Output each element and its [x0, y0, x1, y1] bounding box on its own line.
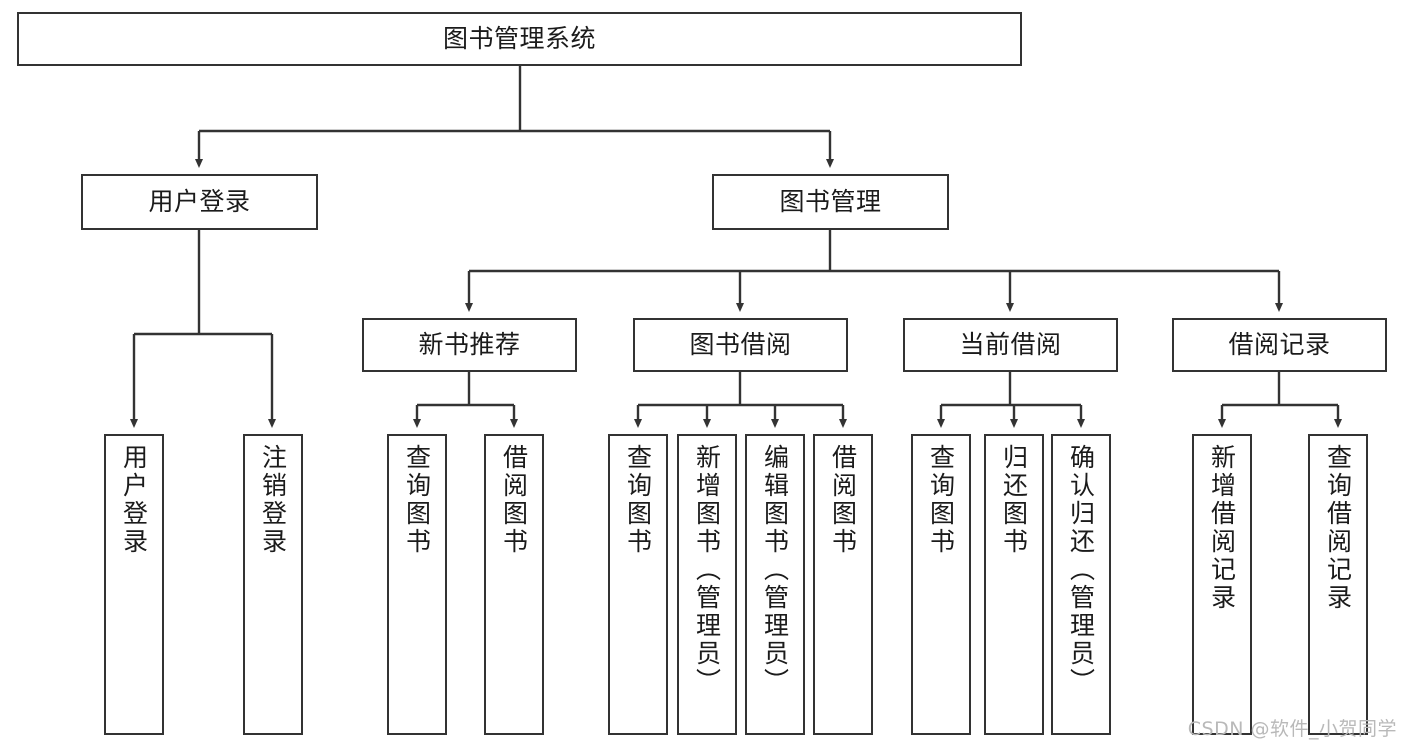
node-leaf-user-logout[interactable]: 注销登录: [243, 434, 303, 735]
node-leaf-query-record-label: 查询借阅记录: [1323, 444, 1353, 612]
node-leaf-return-book[interactable]: 归还图书: [984, 434, 1044, 735]
node-user-login-label: 用户登录: [148, 187, 251, 217]
node-leaf-return-book-label: 归还图书: [999, 444, 1029, 556]
node-leaf-query-book-2[interactable]: 查询图书: [608, 434, 668, 735]
node-leaf-borrow-book-2-label: 借阅图书: [828, 444, 858, 556]
node-leaf-user-login[interactable]: 用户登录: [104, 434, 164, 735]
node-leaf-edit-book-label: 编辑图书（管理员）: [760, 444, 790, 696]
node-leaf-confirm-return-label: 确认归还（管理员）: [1066, 444, 1096, 696]
node-leaf-user-logout-label: 注销登录: [258, 444, 288, 556]
node-leaf-borrow-book-1[interactable]: 借阅图书: [484, 434, 544, 735]
node-root-label: 图书管理系统: [442, 24, 596, 54]
node-leaf-borrow-book-2[interactable]: 借阅图书: [813, 434, 873, 735]
node-leaf-add-book[interactable]: 新增图书（管理员）: [677, 434, 737, 735]
node-current-borrow[interactable]: 当前借阅: [903, 318, 1118, 372]
node-current-borrow-label: 当前借阅: [959, 330, 1062, 360]
node-leaf-query-book-3-label: 查询图书: [926, 444, 956, 556]
node-leaf-confirm-return[interactable]: 确认归还（管理员）: [1051, 434, 1111, 735]
node-book-borrow-label: 图书借阅: [689, 330, 792, 360]
node-leaf-edit-book[interactable]: 编辑图书（管理员）: [745, 434, 805, 735]
node-leaf-add-record-label: 新增借阅记录: [1207, 444, 1237, 612]
node-leaf-query-book-1-label: 查询图书: [402, 444, 432, 556]
node-leaf-add-record[interactable]: 新增借阅记录: [1192, 434, 1252, 735]
node-book-manage-label: 图书管理: [779, 187, 882, 217]
node-user-login[interactable]: 用户登录: [81, 174, 318, 230]
csdn-watermark: CSDN @软件_小贺同学: [1187, 718, 1397, 740]
node-new-book-recommend-label: 新书推荐: [418, 330, 521, 360]
node-leaf-add-book-label: 新增图书（管理员）: [692, 444, 722, 696]
node-leaf-user-login-label: 用户登录: [119, 444, 149, 556]
node-borrow-record-label: 借阅记录: [1228, 330, 1331, 360]
node-leaf-query-book-3[interactable]: 查询图书: [911, 434, 971, 735]
node-borrow-record[interactable]: 借阅记录: [1172, 318, 1387, 372]
node-book-borrow[interactable]: 图书借阅: [633, 318, 848, 372]
node-leaf-query-record[interactable]: 查询借阅记录: [1308, 434, 1368, 735]
node-leaf-query-book-2-label: 查询图书: [623, 444, 653, 556]
node-new-book-recommend[interactable]: 新书推荐: [362, 318, 577, 372]
node-root[interactable]: 图书管理系统: [17, 12, 1022, 66]
node-book-manage[interactable]: 图书管理: [712, 174, 949, 230]
node-leaf-borrow-book-1-label: 借阅图书: [499, 444, 529, 556]
node-leaf-query-book-1[interactable]: 查询图书: [387, 434, 447, 735]
